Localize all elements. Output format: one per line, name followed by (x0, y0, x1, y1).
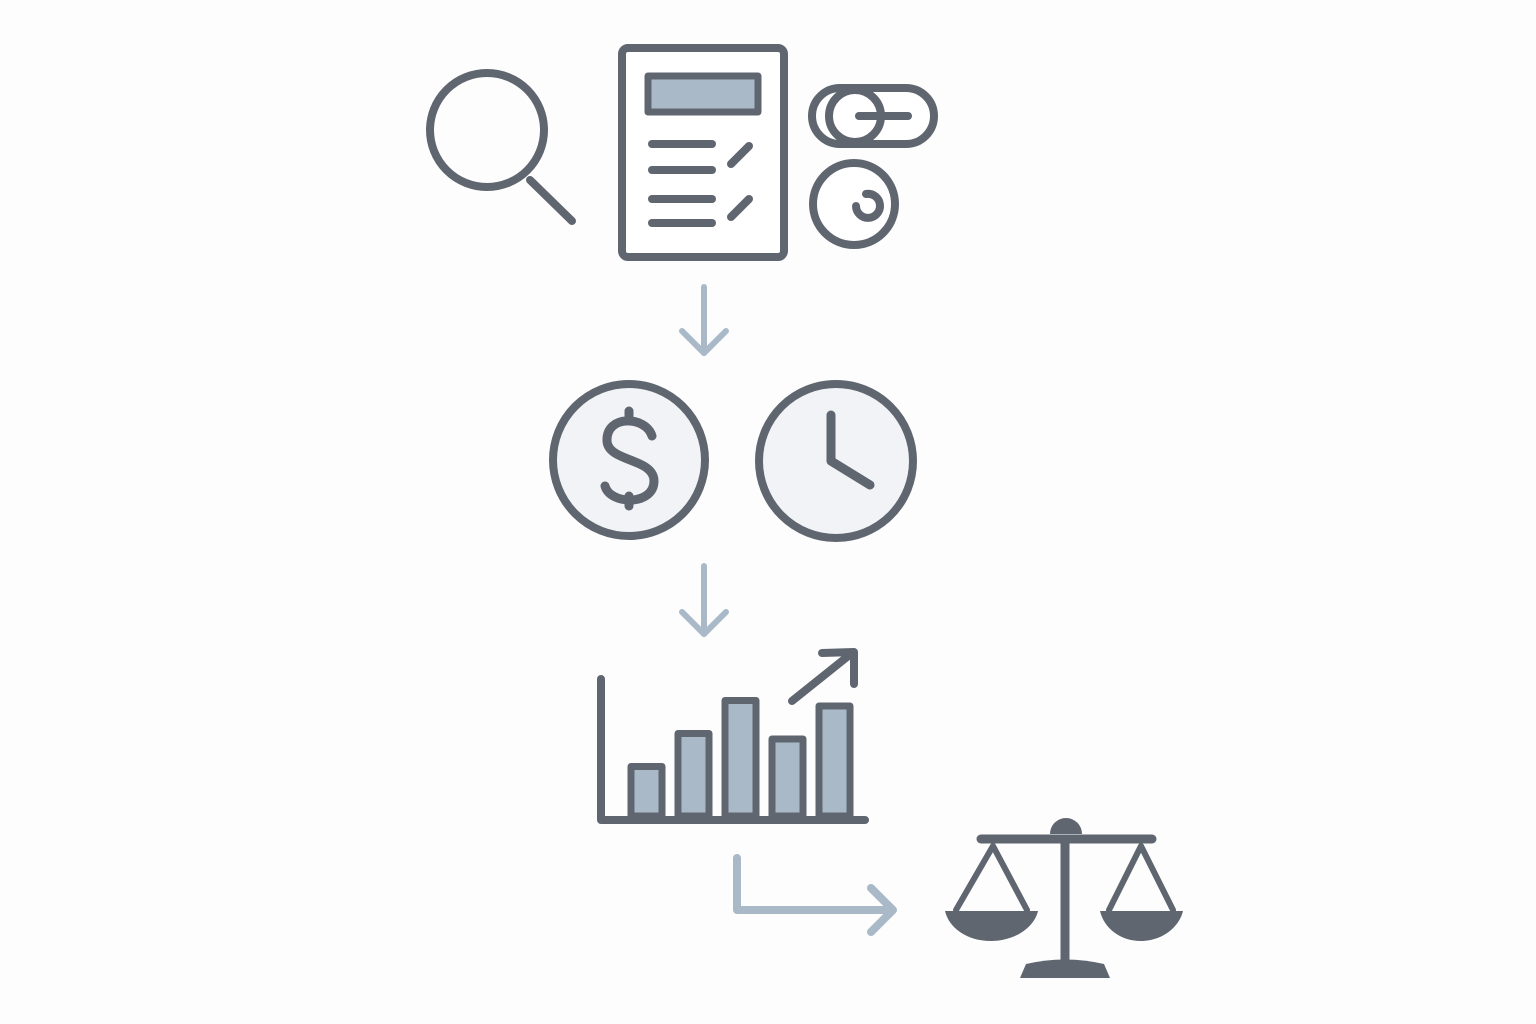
chart-bar-3 (721, 697, 760, 820)
scales-icon (945, 818, 1183, 978)
chart-bar-2 (674, 730, 713, 820)
chart-bar-5 (815, 702, 854, 820)
dollar-coin-icon (549, 380, 709, 540)
chart-bars (627, 697, 854, 820)
trend-arrow-icon (788, 648, 858, 705)
chart-bar-4 (768, 735, 807, 820)
chart-bar-1 (627, 763, 666, 820)
magnifier-icon (426, 69, 576, 225)
document-checklist-icon (618, 44, 788, 261)
chart-axes (597, 675, 869, 824)
arrow-research-to-inputs (679, 284, 729, 356)
gauge-icon (809, 159, 899, 249)
toggle-icon (808, 84, 938, 148)
clock-icon (755, 380, 917, 542)
arrow-growth-to-balance (733, 854, 897, 936)
arrow-inputs-to-growth (679, 563, 729, 637)
bar-chart-growth-icon (597, 648, 869, 824)
